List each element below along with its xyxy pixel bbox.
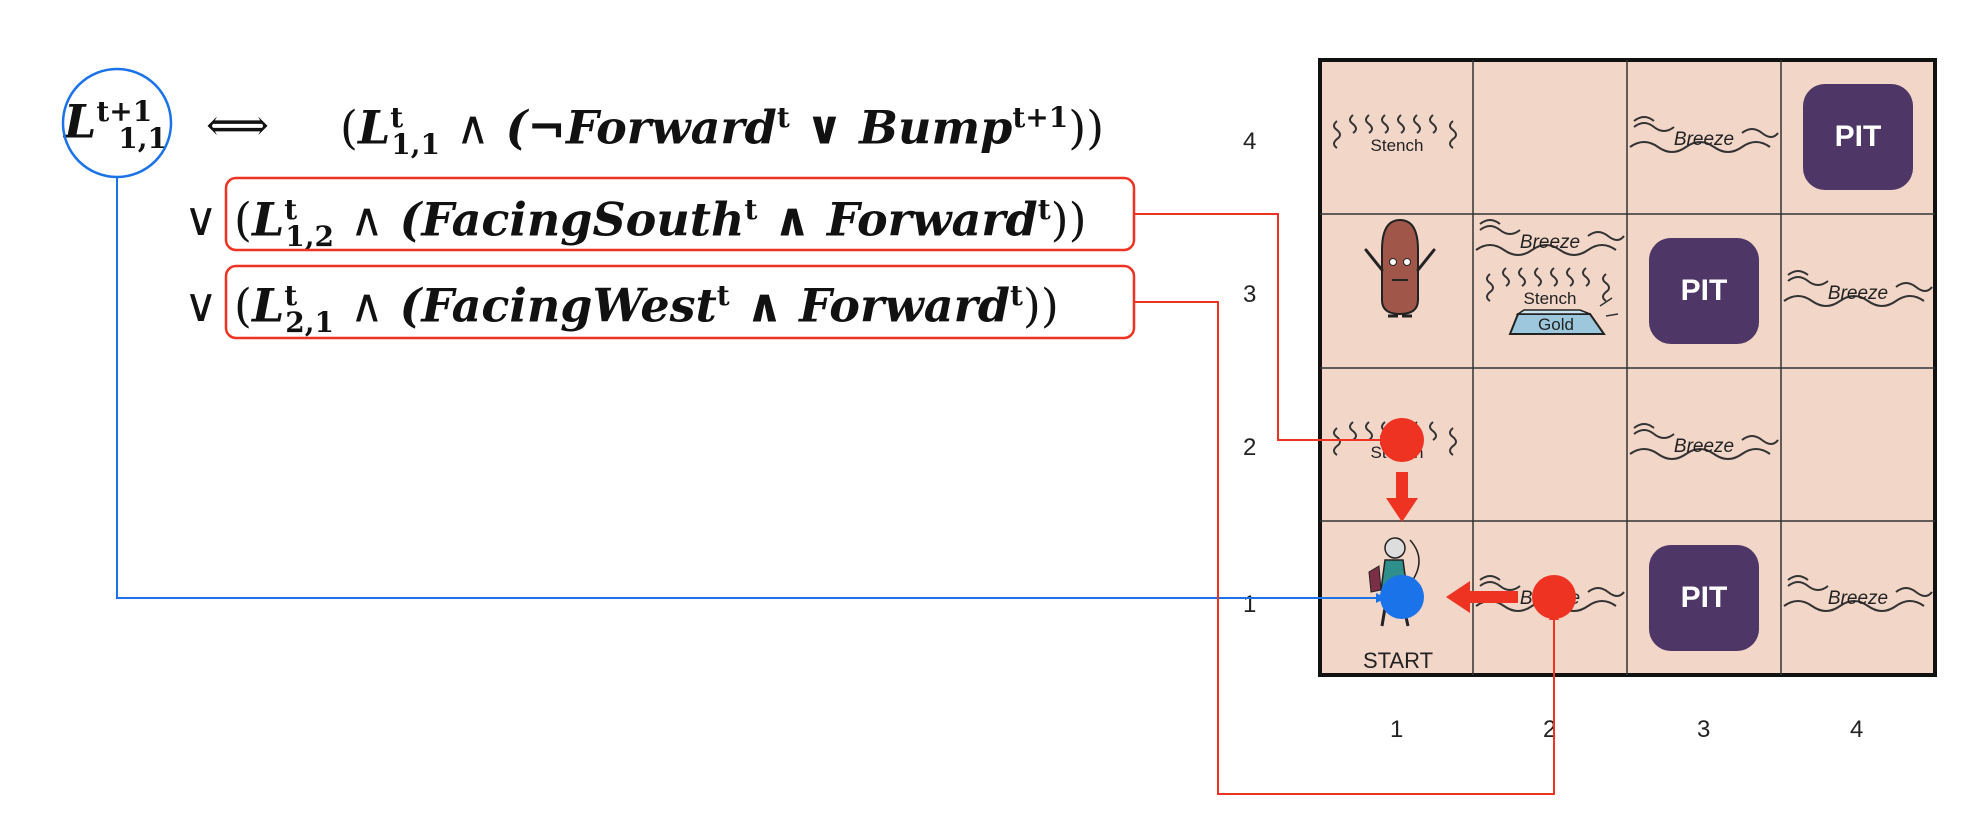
or-prefix-3: ∨ xyxy=(184,278,218,332)
svg-text:PIT: PIT xyxy=(1681,274,1728,307)
col-label-3: 3 xyxy=(1697,716,1711,743)
pit-4-4: PIT xyxy=(1803,84,1913,190)
blue-connector-line xyxy=(116,177,1386,603)
row-label-3: 3 xyxy=(1243,281,1257,308)
red-connector-line-3 xyxy=(1134,301,1559,795)
stench-2-3: Stench xyxy=(1486,267,1610,308)
gold-icon: Gold xyxy=(1508,297,1619,335)
row-label-4: 4 xyxy=(1243,128,1257,155)
breeze-3-2: Breeze xyxy=(1629,423,1779,460)
red-dot-1-2 xyxy=(1380,418,1424,462)
breeze-4-3: Breeze xyxy=(1783,270,1933,307)
formula-head: Lt+11,1 xyxy=(64,94,167,155)
move-arrow-west xyxy=(1446,581,1518,613)
highlight-box-line-2 xyxy=(224,176,1136,252)
svg-text:PIT: PIT xyxy=(1835,120,1882,153)
head-circle xyxy=(61,67,173,179)
highlight-box-line-3 xyxy=(224,264,1136,340)
formula-line-2: (Lt1,2 ∧ (FacingSoutht ∧ Forwardt)) xyxy=(234,192,1087,253)
breeze-3-4: Breeze xyxy=(1629,116,1779,153)
svg-text:Stench: Stench xyxy=(1371,136,1424,155)
svg-text:Gold: Gold xyxy=(1538,315,1574,334)
pit-3-3: PIT xyxy=(1649,238,1759,344)
svg-text:Breeze: Breeze xyxy=(1674,129,1734,150)
breeze-4-1: Breeze xyxy=(1783,575,1933,612)
col-label-1: 1 xyxy=(1390,716,1404,743)
svg-text:Breeze: Breeze xyxy=(1520,232,1580,253)
start-label: START xyxy=(1363,648,1433,673)
svg-text:Breeze: Breeze xyxy=(1674,436,1734,457)
stench-1-4: Stench xyxy=(1333,114,1457,155)
svg-text:PIT: PIT xyxy=(1681,581,1728,614)
svg-text:Breeze: Breeze xyxy=(1828,283,1888,304)
red-dot-2-1 xyxy=(1532,575,1576,619)
formula-line-1: (Lt1,1 ∧ (¬Forwardt ∨ Bumpt+1)) xyxy=(340,100,1105,161)
formula-line-3: (Lt2,1 ∧ (FacingWestt ∧ Forwardt)) xyxy=(234,278,1059,339)
iff-symbol: ⟺ xyxy=(206,100,270,151)
or-prefix-2: ∨ xyxy=(184,192,218,246)
pit-3-1: PIT xyxy=(1649,545,1759,651)
red-connector-line-2 xyxy=(1134,213,1390,445)
wumpus-icon xyxy=(1364,218,1436,318)
blue-dot-1-1 xyxy=(1380,575,1424,619)
row-label-2: 2 xyxy=(1243,434,1257,461)
svg-text:Breeze: Breeze xyxy=(1828,588,1888,609)
col-label-4: 4 xyxy=(1850,716,1864,743)
svg-text:Stench: Stench xyxy=(1524,289,1577,308)
breeze-2-3: Breeze xyxy=(1475,219,1625,256)
move-arrow-south xyxy=(1386,472,1418,522)
